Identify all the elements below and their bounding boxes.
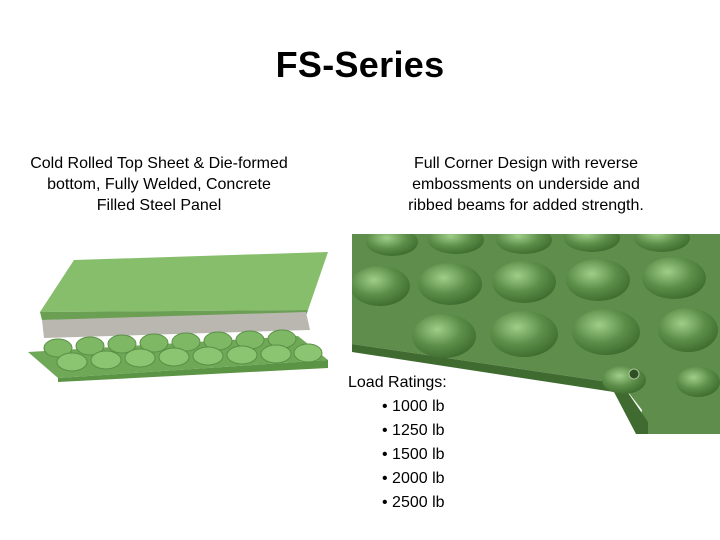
right-description-line: Full Corner Design with reverse	[413, 155, 639, 172]
left-description-line: Filled Steel Panel	[96, 197, 222, 214]
load-rating-item: 2500 lb	[348, 491, 472, 515]
load-rating-item: 1000 lb	[348, 395, 472, 419]
load-ratings-list: 1000 lb 1250 lb 1500 lb 2000 lb 2500 lb	[348, 395, 472, 515]
load-ratings-heading: Load Ratings:	[348, 374, 447, 391]
top-sheet	[40, 252, 328, 312]
panel-illustration	[28, 252, 328, 382]
load-rating-item: 2000 lb	[348, 467, 472, 491]
dome-grid	[352, 234, 720, 397]
tray-rim-front	[58, 360, 328, 382]
left-description-line: bottom, Fully Welded, Concrete	[47, 176, 271, 193]
concrete-section	[42, 312, 310, 338]
left-description: Cold Rolled Top Sheet & Die-formed botto…	[0, 153, 318, 216]
left-description-line: Cold Rolled Top Sheet & Die-formed	[30, 155, 288, 172]
panel-rim-edge	[352, 344, 648, 434]
load-rating-item: 1500 lb	[348, 443, 472, 467]
panel-photo-left	[28, 252, 338, 382]
top-sheet-shadow	[40, 310, 308, 320]
right-description-line: embossments on underside and	[412, 176, 640, 193]
corner-hole	[628, 368, 640, 380]
load-rating-item: 1250 lb	[348, 419, 472, 443]
dome-row-front	[56, 343, 323, 372]
load-ratings: Load Ratings: 1000 lb 1250 lb 1500 lb 20…	[348, 371, 472, 515]
slide-title: FS-Series	[275, 44, 445, 85]
right-description-line: ribbed beams for added strength.	[408, 197, 644, 214]
right-description: Full Corner Design with reverse embossme…	[362, 153, 690, 216]
